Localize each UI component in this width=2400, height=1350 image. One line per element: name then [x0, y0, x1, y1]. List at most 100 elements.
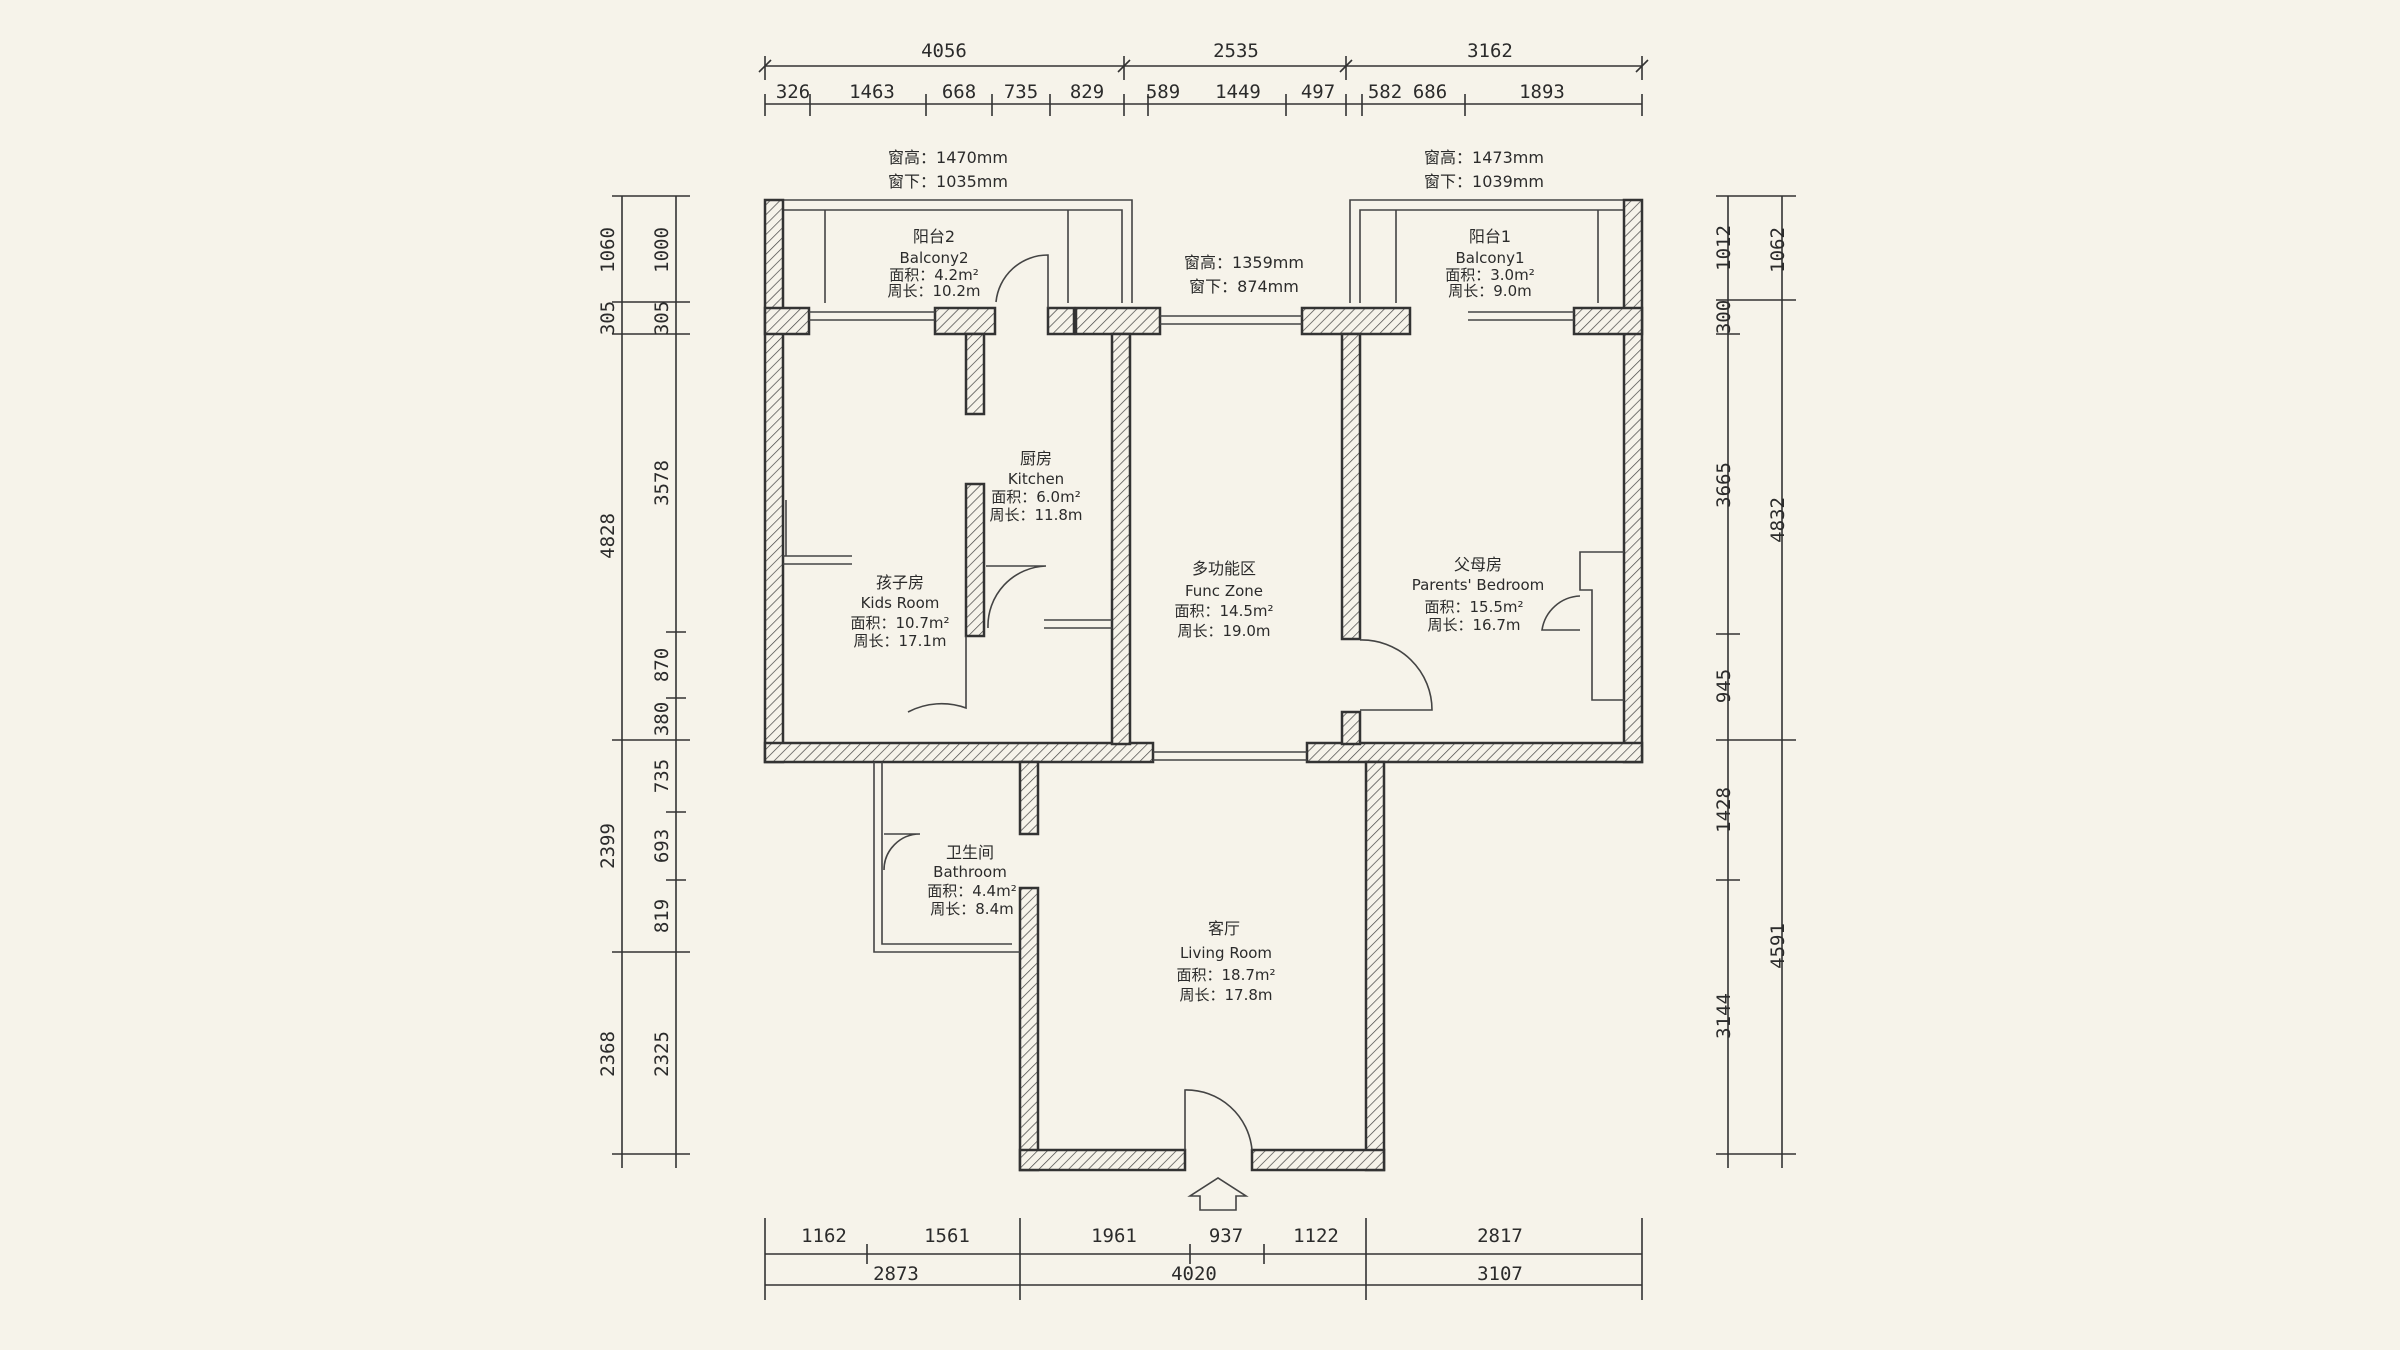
dim-left-outer: 4828 [597, 513, 619, 559]
dim-left-inner: 2325 [651, 1031, 673, 1077]
dimension-labels: 4056 2535 3162 326 1463 668 735 829 589 … [597, 40, 1789, 1285]
svg-text:父母房: 父母房 [1454, 555, 1502, 574]
svg-text:周长：10.2m: 周长：10.2m [887, 282, 980, 300]
dim-top-detail: 829 [1070, 81, 1104, 103]
dim-left-inner: 1000 [651, 227, 673, 273]
window-notes: 窗高：1470mm 窗下：1035mm 窗高：1359mm 窗下：874mm 窗… [888, 148, 1544, 296]
dim-right-inner: 1012 [1713, 225, 1735, 271]
dim-left-inner: 735 [651, 759, 673, 793]
dim-left-outer: 2399 [597, 823, 619, 869]
svg-text:Kids Room: Kids Room [861, 594, 940, 612]
svg-text:周长：11.8m: 周长：11.8m [989, 506, 1082, 524]
window-note-mid-height: 窗高：1359mm [1184, 253, 1304, 272]
svg-text:面积：15.5m²: 面积：15.5m² [1424, 598, 1523, 616]
svg-text:周长：16.7m: 周长：16.7m [1427, 616, 1520, 634]
svg-text:Bathroom: Bathroom [933, 863, 1007, 881]
svg-text:周长：8.4m: 周长：8.4m [930, 900, 1013, 918]
dim-left-inner: 380 [651, 702, 673, 736]
dim-left-inner: 819 [651, 899, 673, 933]
door-kitchen [986, 565, 1047, 629]
svg-text:Balcony1: Balcony1 [1455, 249, 1524, 267]
door-parents [1359, 639, 1433, 711]
dim-right-inner: 1428 [1713, 787, 1735, 833]
dim-bottom-total: 2873 [873, 1263, 919, 1285]
dim-left-inner: 3578 [651, 460, 673, 506]
svg-text:面积：6.0m²: 面积：6.0m² [991, 488, 1080, 506]
dim-right-inner: 300 [1713, 300, 1735, 334]
svg-text:周长：17.8m: 周长：17.8m [1179, 986, 1272, 1004]
window-note-right-height: 窗高：1473mm [1424, 148, 1544, 167]
dim-top-detail: 497 [1301, 81, 1335, 103]
svg-text:Balcony2: Balcony2 [899, 249, 968, 267]
svg-text:Kitchen: Kitchen [1008, 470, 1064, 488]
svg-text:阳台2: 阳台2 [913, 227, 955, 246]
svg-text:厨房: 厨房 [1020, 449, 1052, 468]
room-label-balcony2: 阳台2 Balcony2 面积：4.2m² 周长：10.2m [887, 227, 980, 300]
dim-bottom-total: 4020 [1171, 1263, 1217, 1285]
room-label-kitchen: 厨房 Kitchen 面积：6.0m² 周长：11.8m [989, 449, 1082, 524]
dim-top-detail: 589 [1146, 81, 1180, 103]
dim-top-detail: 1449 [1215, 81, 1261, 103]
dim-left-inner: 870 [651, 648, 673, 682]
svg-text:周长：17.1m: 周长：17.1m [853, 632, 946, 650]
svg-text:周长：19.0m: 周长：19.0m [1177, 622, 1270, 640]
svg-text:Parents' Bedroom: Parents' Bedroom [1412, 576, 1545, 594]
dim-bottom-detail: 937 [1209, 1225, 1243, 1247]
entrance-arrow-icon [1187, 1177, 1249, 1211]
svg-text:孩子房: 孩子房 [876, 573, 924, 592]
svg-text:卫生间: 卫生间 [946, 843, 994, 862]
room-label-kids-room: 孩子房 Kids Room 面积：10.7m² 周长：17.1m [850, 573, 949, 650]
svg-text:面积：14.5m²: 面积：14.5m² [1174, 602, 1273, 620]
room-label-func-zone: 多功能区 Func Zone 面积：14.5m² 周长：19.0m [1174, 559, 1273, 640]
dim-bottom-detail: 1961 [1091, 1225, 1137, 1247]
door-parents-closet [1541, 595, 1581, 631]
dim-top-detail: 582 [1368, 81, 1402, 103]
door-balcony2 [995, 254, 1049, 308]
door-kids [907, 636, 967, 713]
dim-bottom-detail: 1561 [924, 1225, 970, 1247]
dim-right-outer: 4591 [1767, 923, 1789, 969]
window-note-left-sill: 窗下：1035mm [888, 172, 1008, 191]
svg-text:Func Zone: Func Zone [1185, 582, 1263, 600]
dim-right-inner: 945 [1713, 669, 1735, 703]
room-label-balcony1: 阳台1 Balcony1 面积：3.0m² 周长：9.0m [1445, 227, 1534, 300]
dim-bottom-detail: 1162 [801, 1225, 847, 1247]
dim-top-detail: 686 [1413, 81, 1447, 103]
dim-top-total: 4056 [921, 40, 967, 62]
svg-text:多功能区: 多功能区 [1192, 559, 1256, 578]
dim-top-total: 2535 [1213, 40, 1259, 62]
dim-top-detail: 326 [776, 81, 810, 103]
room-label-living-room: 客厅 Living Room 面积：18.7m² 周长：17.8m [1176, 919, 1275, 1004]
dim-right-outer: 1062 [1767, 227, 1789, 273]
svg-text:周长：9.0m: 周长：9.0m [1448, 282, 1531, 300]
dim-right-outer: 4832 [1767, 497, 1789, 543]
door-bathroom [883, 833, 921, 871]
svg-text:面积：18.7m²: 面积：18.7m² [1176, 966, 1275, 984]
svg-text:客厅: 客厅 [1208, 919, 1240, 938]
svg-text:Living Room: Living Room [1180, 944, 1272, 962]
dim-right-inner: 3665 [1713, 462, 1735, 508]
dim-top-total: 3162 [1467, 40, 1513, 62]
svg-text:面积：3.0m²: 面积：3.0m² [1445, 266, 1534, 284]
window-note-right-sill: 窗下：1039mm [1424, 172, 1544, 191]
dimension-lines [612, 56, 1796, 1300]
dim-left-outer: 1060 [597, 227, 619, 273]
window-note-left-height: 窗高：1470mm [888, 148, 1008, 167]
door-entrance [1184, 1089, 1253, 1151]
dim-right-inner: 3144 [1713, 993, 1735, 1039]
dim-left-outer: 2368 [597, 1031, 619, 1077]
dim-left-outer: 305 [597, 301, 619, 335]
svg-text:面积：4.2m²: 面积：4.2m² [889, 266, 978, 284]
room-label-bathroom: 卫生间 Bathroom 面积：4.4m² 周长：8.4m [927, 843, 1016, 918]
dim-top-detail: 1463 [849, 81, 895, 103]
windows [783, 311, 1624, 953]
dim-left-inner: 305 [651, 301, 673, 335]
dim-top-detail: 668 [942, 81, 976, 103]
svg-text:阳台1: 阳台1 [1469, 227, 1511, 246]
window-note-mid-sill: 窗下：874mm [1189, 277, 1299, 296]
dim-top-detail: 1893 [1519, 81, 1565, 103]
dim-bottom-detail: 1122 [1293, 1225, 1339, 1247]
dim-bottom-total: 3107 [1477, 1263, 1523, 1285]
svg-text:面积：4.4m²: 面积：4.4m² [927, 882, 1016, 900]
